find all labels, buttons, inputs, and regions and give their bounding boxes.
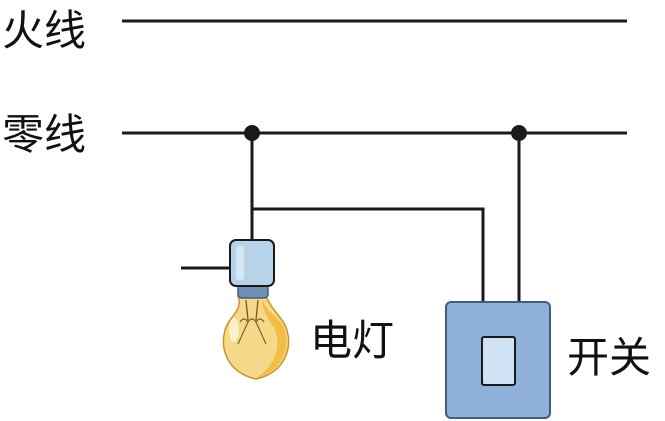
live-wire-label: 火线 [2, 6, 87, 55]
neutral-wire-label: 零线 [2, 110, 87, 159]
lamp-label: 电灯 [310, 316, 395, 365]
switch-label: 开关 [567, 333, 652, 382]
switch-toggle [481, 336, 516, 386]
light-bulb-icon [222, 239, 290, 380]
wire-lamp-to-switch [252, 207, 485, 302]
wall-switch-icon [445, 301, 551, 419]
